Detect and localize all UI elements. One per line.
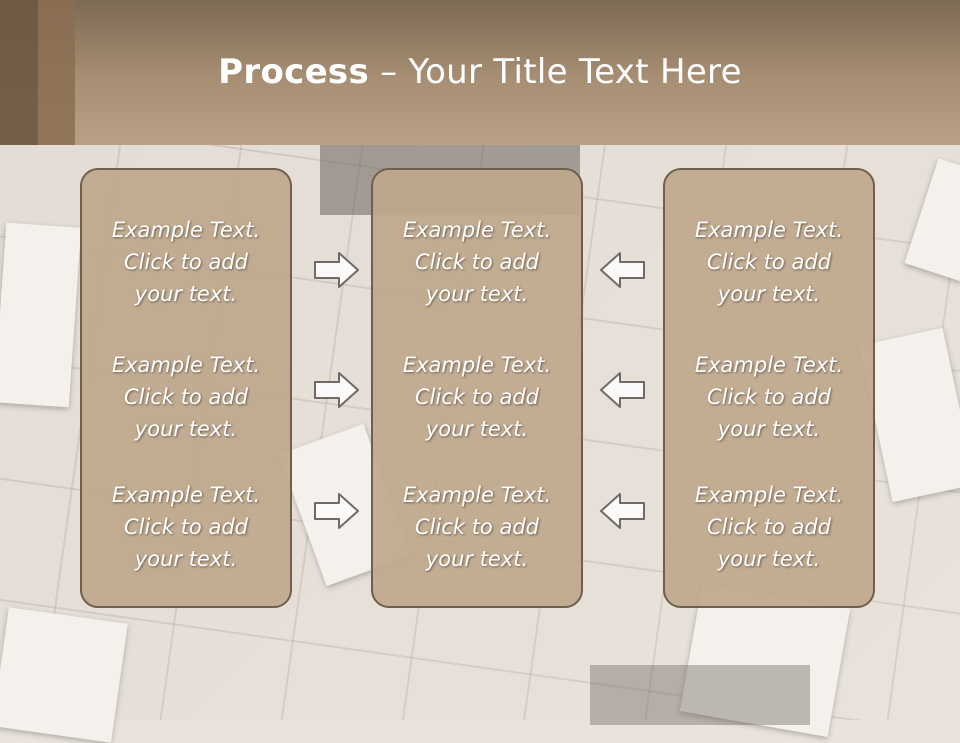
text-line: your text.: [425, 417, 529, 441]
left-arrow-icon: [600, 252, 645, 288]
text-placeholder[interactable]: Example Text. Click to add your text.: [665, 214, 873, 310]
text-line: Click to add: [123, 385, 248, 409]
text-line: your text.: [134, 417, 238, 441]
process-box-right[interactable]: Example Text. Click to add your text. Ex…: [663, 168, 875, 608]
text-line: Click to add: [706, 250, 831, 274]
text-line: Click to add: [706, 385, 831, 409]
text-line: your text.: [717, 282, 821, 306]
right-arrow-icon: [314, 252, 359, 288]
text-line: your text.: [425, 547, 529, 571]
text-line: Click to add: [414, 515, 539, 539]
text-line: your text.: [425, 282, 529, 306]
text-line: Click to add: [123, 250, 248, 274]
text-line: your text.: [717, 417, 821, 441]
text-line: Example Text.: [402, 483, 552, 507]
text-line: Example Text.: [402, 218, 552, 242]
text-line: your text.: [717, 547, 821, 571]
text-placeholder[interactable]: Example Text. Click to add your text.: [665, 479, 873, 575]
text-line: Click to add: [706, 515, 831, 539]
right-arrow-icon: [314, 372, 359, 408]
text-placeholder[interactable]: Example Text. Click to add your text.: [665, 349, 873, 445]
text-line: Example Text.: [111, 218, 261, 242]
process-box-center[interactable]: Example Text. Click to add your text. Ex…: [371, 168, 583, 608]
text-line: Example Text.: [111, 353, 261, 377]
title-rest: – Your Title Text Here: [369, 52, 742, 92]
process-box-left[interactable]: Example Text. Click to add your text. Ex…: [80, 168, 292, 608]
text-line: Example Text.: [111, 483, 261, 507]
text-line: Example Text.: [402, 353, 552, 377]
text-placeholder[interactable]: Example Text. Click to add your text.: [373, 479, 581, 575]
header-accent-stripe: [0, 0, 38, 145]
text-placeholder[interactable]: Example Text. Click to add your text.: [373, 349, 581, 445]
text-placeholder[interactable]: Example Text. Click to add your text.: [82, 479, 290, 575]
text-line: Example Text.: [694, 483, 844, 507]
text-line: Click to add: [414, 250, 539, 274]
text-line: your text.: [134, 547, 238, 571]
left-arrow-icon: [600, 493, 645, 529]
text-line: Click to add: [414, 385, 539, 409]
text-placeholder[interactable]: Example Text. Click to add your text.: [82, 214, 290, 310]
header-accent-stripe: [38, 0, 75, 145]
text-line: Example Text.: [694, 353, 844, 377]
text-line: Example Text.: [694, 218, 844, 242]
slide-title[interactable]: Process – Your Title Text Here: [0, 52, 960, 92]
text-placeholder[interactable]: Example Text. Click to add your text.: [373, 214, 581, 310]
text-line: your text.: [134, 282, 238, 306]
text-placeholder[interactable]: Example Text. Click to add your text.: [82, 349, 290, 445]
title-bar: Process – Your Title Text Here: [0, 0, 960, 145]
right-arrow-icon: [314, 493, 359, 529]
title-bold: Process: [218, 52, 370, 92]
left-arrow-icon: [600, 372, 645, 408]
text-line: Click to add: [123, 515, 248, 539]
